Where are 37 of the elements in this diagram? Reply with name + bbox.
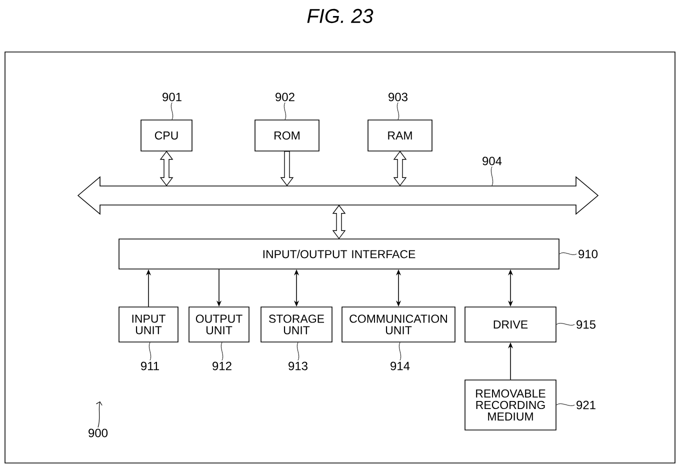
reference-numeral: 911 bbox=[141, 362, 159, 370]
leader-line bbox=[148, 342, 152, 361]
reference-numeral: 900 bbox=[88, 428, 108, 438]
unit-box: ROM bbox=[254, 120, 320, 152]
figure-title: FIG. 23 bbox=[307, 8, 374, 24]
hollow-arrow bbox=[280, 151, 294, 186]
reference-numeral: 921 bbox=[576, 400, 596, 410]
leader-line bbox=[296, 342, 300, 361]
leader-line bbox=[284, 102, 286, 120]
leader-line bbox=[556, 403, 575, 406]
reference-numeral: 913 bbox=[288, 362, 308, 370]
leader-arrow bbox=[96, 401, 102, 428]
leader-line bbox=[490, 166, 494, 186]
unit-box: INPUT/OUTPUT INTERFACE bbox=[118, 238, 560, 270]
reference-numeral: 915 bbox=[576, 320, 596, 329]
reference-numeral: 902 bbox=[276, 92, 294, 102]
unit-box: REMOVABLE RECORDING MEDIUM bbox=[464, 380, 556, 430]
leader-line bbox=[220, 342, 224, 361]
device-frame bbox=[4, 52, 676, 464]
reference-numeral: 901 bbox=[162, 92, 182, 102]
unit-box: DRIVE bbox=[464, 306, 556, 342]
reference-numeral: 904 bbox=[482, 156, 502, 166]
reference-numeral: 903 bbox=[388, 92, 408, 102]
reference-numeral: 912 bbox=[212, 362, 232, 370]
unit-box: INPUT UNIT bbox=[118, 306, 178, 342]
reference-numeral: 910 bbox=[578, 250, 598, 258]
unit-box: STORAGE UNIT bbox=[260, 306, 332, 342]
unit-box: OUTPUT UNIT bbox=[188, 306, 250, 342]
leader-line bbox=[556, 322, 575, 326]
reference-numeral: 914 bbox=[390, 362, 410, 370]
unit-box: CPU bbox=[140, 120, 192, 152]
unit-box: COMMUNICATION UNIT bbox=[342, 306, 456, 342]
leader-line bbox=[170, 102, 174, 120]
leader-line bbox=[398, 342, 402, 361]
leader-line bbox=[559, 252, 577, 255]
leader-line bbox=[396, 102, 400, 120]
unit-box: RAM bbox=[368, 120, 432, 152]
